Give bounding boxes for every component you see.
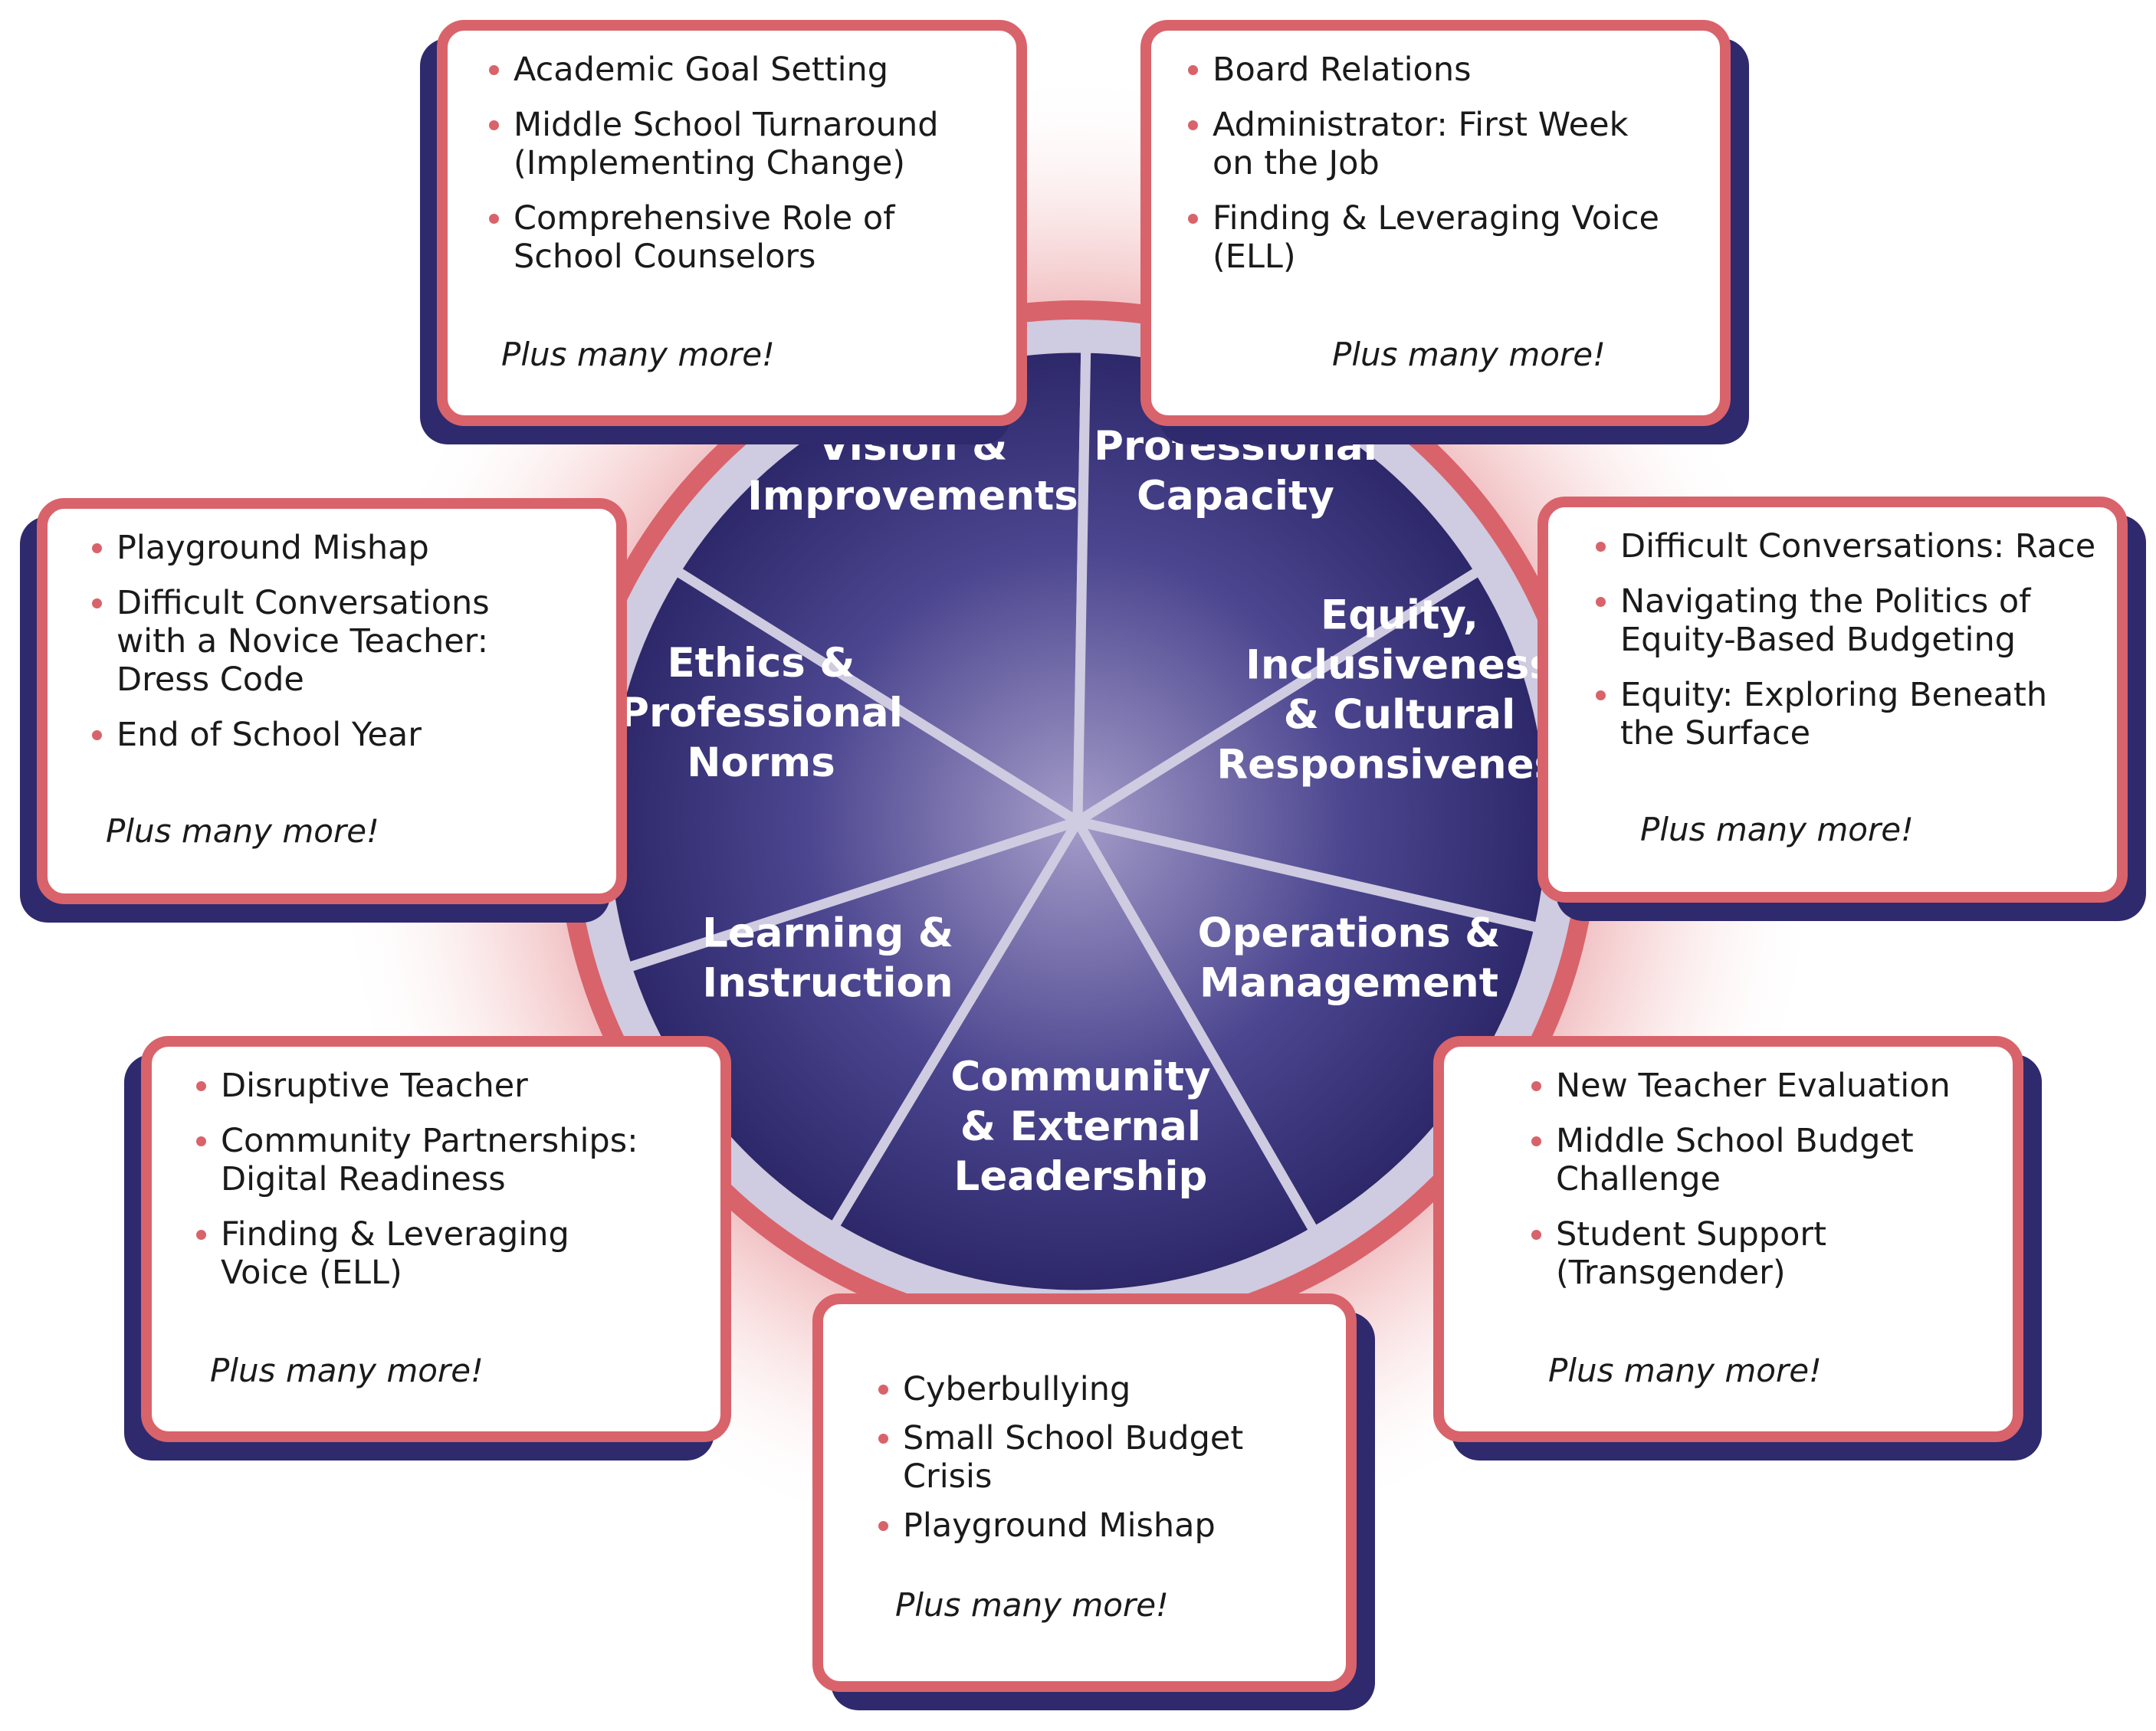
wheel-label-line: Management — [1199, 960, 1498, 1007]
scenario-item[interactable]: Student Support (Transgender) — [1531, 1215, 2000, 1292]
wheel-label-line: Inclusiveness — [1245, 642, 1554, 689]
scenario-list: Difficult Conversations: Race Navigating… — [1596, 527, 2105, 769]
wheel-label-line: Leadership — [954, 1153, 1208, 1200]
card-panel — [37, 498, 627, 904]
scenario-item-label: Difficult Conversations: Race — [1620, 527, 2096, 566]
plus-more-text: Plus many more! — [1332, 336, 1606, 373]
scenario-item-label: End of School Year — [116, 716, 422, 754]
wheel-label-line: & Cultural — [1284, 692, 1516, 739]
plus-more-text: Plus many more! — [210, 1352, 484, 1389]
scenario-item[interactable]: Playground Mishap — [878, 1506, 1334, 1545]
scenario-item[interactable]: Difficult Conversations: Race — [1596, 527, 2105, 566]
wheel-label-line: Ethics & — [667, 640, 855, 687]
wheel-label-line: Learning & — [702, 910, 953, 957]
scenario-item[interactable]: Middle School Budget Challenge — [1531, 1122, 2000, 1198]
scenario-item-label: Difficult Conversations with a Novice Te… — [116, 584, 490, 699]
card-mission: Academic Goal Setting Middle School Turn… — [420, 20, 1027, 444]
scenario-item-label: Comprehensive Role of School Counselors — [514, 199, 895, 276]
card-panel — [1537, 497, 2128, 903]
wheel-label-line: & External — [960, 1103, 1201, 1150]
card-panel — [437, 20, 1027, 426]
scenario-list: Board Relations Administrator: First Wee… — [1188, 51, 1708, 293]
scenario-item-label: Playground Mishap — [903, 1506, 1216, 1545]
scenario-item-label: Academic Goal Setting — [514, 51, 889, 89]
scenario-item[interactable]: Community Partnerships: Digital Readines… — [196, 1122, 708, 1198]
scenario-item-label: Board Relations — [1213, 51, 1472, 89]
scenario-item-label: Cyberbullying — [903, 1370, 1131, 1408]
scenario-item-label: Navigating the Politics of Equity-Based … — [1620, 582, 2031, 659]
plus-more-text: Plus many more! — [1640, 811, 1914, 848]
scenario-item-label: Playground Mishap — [116, 529, 429, 567]
scenario-item-label: Finding & Leveraging Voice (ELL) — [221, 1215, 569, 1292]
scenario-item[interactable]: Difficult Conversations with a Novice Te… — [92, 584, 604, 699]
scenario-item[interactable]: Academic Goal Setting — [489, 51, 1004, 89]
card-ethics: Playground Mishap Difficult Conversation… — [20, 498, 627, 923]
wheel-label-line: Capacity — [1137, 473, 1334, 520]
scenario-item[interactable]: Comprehensive Role of School Counselors — [489, 199, 1004, 276]
scenario-item[interactable]: End of School Year — [92, 716, 604, 754]
scenario-item[interactable]: Finding & Leveraging Voice (ELL) — [1188, 199, 1708, 276]
plus-more-text: Plus many more! — [501, 336, 775, 373]
card-panel — [141, 1036, 731, 1442]
wheel-label-operations: Operations &Management — [1198, 910, 1501, 1007]
plus-more-text: Plus many more! — [106, 812, 379, 850]
scenario-item[interactable]: New Teacher Evaluation — [1531, 1067, 2000, 1105]
scenario-item[interactable]: Cyberbullying — [878, 1370, 1334, 1408]
card-learning: Disruptive Teacher Community Partnership… — [124, 1036, 731, 1461]
wheel-label-line: Norms — [687, 739, 835, 786]
scenario-item-label: Small School Budget Crisis — [903, 1419, 1244, 1496]
scenario-item-label: New Teacher Evaluation — [1556, 1067, 1951, 1105]
scenario-item-label: Administrator: First Week on the Job — [1213, 106, 1629, 182]
wheel-label-line: Improvements — [747, 473, 1078, 520]
wheel-label-line: Professional — [619, 690, 903, 736]
scenario-item[interactable]: Equity: Exploring Beneath the Surface — [1596, 676, 2105, 752]
wheel-label-learning: Learning &Instruction — [702, 910, 953, 1007]
card-capacity: Board Relations Administrator: First Wee… — [1140, 20, 1749, 444]
wheel-label-line: Responsiveness — [1216, 742, 1582, 788]
scenario-item-label: Middle School Turnaround (Implementing C… — [514, 106, 939, 182]
scenario-item[interactable]: Finding & Leveraging Voice (ELL) — [196, 1215, 708, 1292]
scenario-item-label: Disruptive Teacher — [221, 1067, 528, 1105]
scenario-item[interactable]: Middle School Turnaround (Implementing C… — [489, 106, 1004, 182]
scenario-item-label: Equity: Exploring Beneath the Surface — [1620, 676, 2048, 752]
scenario-list: Cyberbullying Small School Budget Crisis… — [878, 1370, 1334, 1556]
scenario-item-label: Community Partnerships: Digital Readines… — [221, 1122, 638, 1198]
scenario-item-label: Finding & Leveraging Voice (ELL) — [1213, 199, 1659, 276]
scenario-list: New Teacher Evaluation Middle School Bud… — [1531, 1067, 2000, 1309]
plus-more-text: Plus many more! — [1548, 1352, 1822, 1389]
scenario-item[interactable]: Playground Mishap — [92, 529, 604, 567]
scenario-item[interactable]: Disruptive Teacher — [196, 1067, 708, 1105]
scenario-item-label: Middle School Budget Challenge — [1556, 1122, 1914, 1198]
scenario-list: Playground Mishap Difficult Conversation… — [92, 529, 604, 771]
wheel-label-line: Instruction — [702, 960, 953, 1007]
card-community: Cyberbullying Small School Budget Crisis… — [812, 1293, 1375, 1710]
wheel-label-line: Operations & — [1198, 910, 1501, 957]
wheel-label-line: Community — [950, 1054, 1210, 1100]
scenario-item-label: Student Support (Transgender) — [1556, 1215, 1826, 1292]
card-panel — [1140, 20, 1731, 426]
plus-more-text: Plus many more! — [895, 1586, 1169, 1624]
card-equity: Difficult Conversations: Race Navigating… — [1537, 497, 2146, 921]
card-panel — [812, 1293, 1357, 1692]
scenario-item[interactable]: Small School Budget Crisis — [878, 1419, 1334, 1496]
scenario-item[interactable]: Administrator: First Week on the Job — [1188, 106, 1708, 182]
scenario-list: Disruptive Teacher Community Partnership… — [196, 1067, 708, 1309]
scenario-list: Academic Goal Setting Middle School Turn… — [489, 51, 1004, 293]
wheel-label-line: Equity, — [1321, 592, 1478, 639]
scenario-item[interactable]: Board Relations — [1188, 51, 1708, 89]
card-operations: New Teacher Evaluation Middle School Bud… — [1433, 1036, 2042, 1461]
scenario-item[interactable]: Navigating the Politics of Equity-Based … — [1596, 582, 2105, 659]
